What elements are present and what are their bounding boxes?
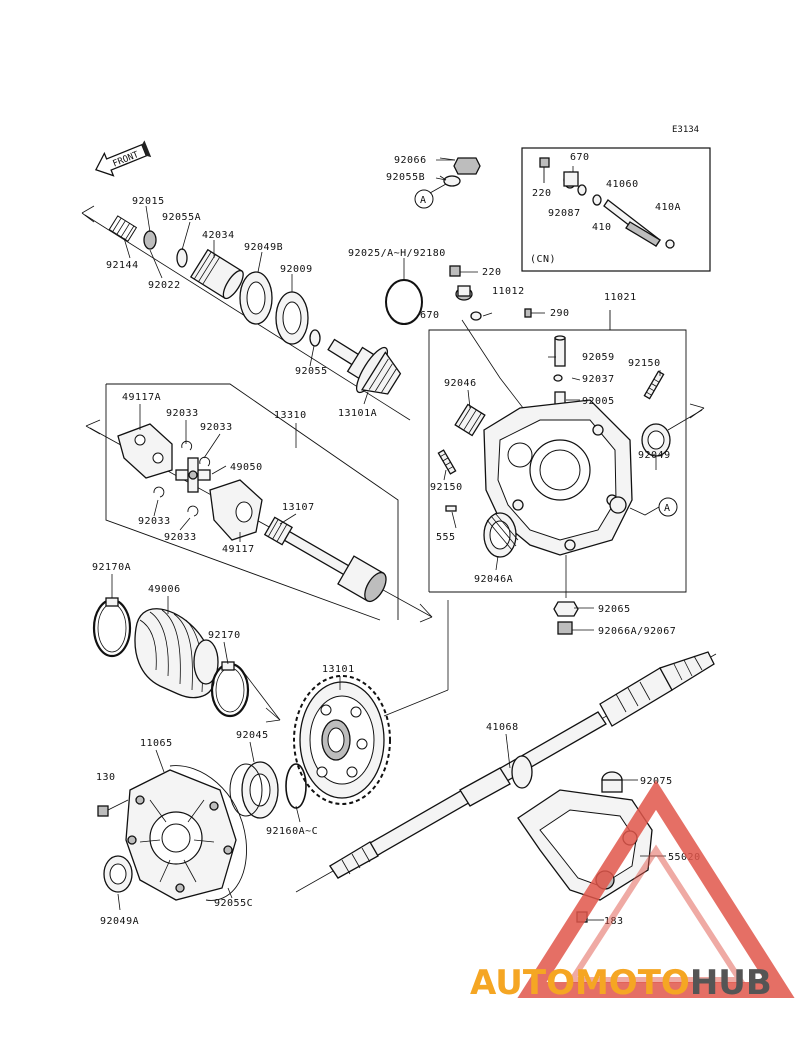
drain-bolt-parts [553, 555, 579, 635]
gear-case-part [483, 399, 633, 556]
universal-joint-parts [117, 423, 387, 603]
watermark-word-auto: AUTOMOTO [470, 963, 690, 1003]
inset-parts [539, 157, 675, 249]
callout-13101: 13101 [322, 664, 355, 675]
case-bracket-left [428, 310, 611, 592]
seal-92049a-part [103, 855, 133, 893]
callout-410a: 410A [655, 202, 681, 213]
callout-92170a: 92170A [92, 562, 131, 573]
cover-11065-part [125, 765, 247, 901]
upper-shaft-parts [108, 215, 486, 437]
callout-92055: 92055 [295, 366, 328, 377]
callout-92059: 92059 [582, 352, 615, 363]
callout-92025: 92025/A~H/92180 [348, 248, 446, 259]
clamp-92170a-part [92, 597, 132, 658]
front-arrow-icon: FRONT [94, 140, 152, 177]
callout-42034: 42034 [202, 230, 235, 241]
leader-lines [111, 159, 666, 921]
callout-92049a: 92049A [100, 916, 139, 927]
callout-41068: 41068 [486, 722, 519, 733]
callout-92170: 92170 [208, 630, 241, 641]
callout-92046: 92046 [444, 378, 477, 389]
callout-49117a: 49117A [122, 392, 161, 403]
callout-92037: 92037 [582, 374, 615, 385]
callout-92055a: 92055A [162, 212, 201, 223]
callout-13101a: 13101A [338, 408, 377, 419]
callout-670-inset: 670 [570, 152, 590, 163]
callout-92065: 92065 [598, 604, 631, 615]
callout-92055b: 92055B [386, 172, 425, 183]
callout-11021: 11021 [604, 292, 637, 303]
callout-49006: 49006 [148, 584, 181, 595]
callout-55020: 55020 [668, 852, 701, 863]
callout-92144: 92144 [106, 260, 139, 271]
ring-gear-13101-part [293, 675, 391, 805]
callout-11012: 11012 [492, 286, 525, 297]
callout-92009: 92009 [280, 264, 313, 275]
callout-13310: 13310 [274, 410, 307, 421]
drive-shaft-41068-part [295, 651, 717, 893]
callout-183: 183 [604, 916, 624, 927]
callout-555: 555 [436, 532, 456, 543]
watermark-logo [517, 780, 795, 998]
callout-92150: 92150 [430, 482, 463, 493]
bearing-92045-part [229, 761, 307, 819]
callout-92087: 92087 [548, 208, 581, 219]
case-bracket-right [429, 329, 687, 593]
callout-670: 670 [420, 310, 440, 321]
callout-92045: 92045 [236, 730, 269, 741]
callout-92049b: 92049B [244, 242, 283, 253]
callout-49117: 49117 [222, 544, 255, 555]
clamp-92170-part [210, 661, 250, 718]
shaft-bracket-right [106, 383, 399, 620]
callout-a-right: A [664, 503, 671, 514]
callout-92046a: 92046A [474, 574, 513, 585]
drawing-code: E3134 [672, 125, 699, 135]
callout-220-inset: 220 [532, 188, 552, 199]
callout-92049: 92049 [638, 450, 671, 461]
callout-92022: 92022 [148, 280, 181, 291]
callout-49050: 49050 [230, 462, 263, 473]
shaft-bracket-left [105, 384, 381, 621]
stud-parts [437, 370, 665, 475]
callout-11065: 11065 [140, 738, 173, 749]
callout-92033-c: 92033 [138, 516, 171, 527]
callout-92066a: 92066A/92067 [598, 626, 676, 637]
boot-49006-part [134, 608, 219, 699]
callout-92033-d: 92033 [164, 532, 197, 543]
watermark-word-hub: HUB [690, 963, 772, 1003]
cn-inset-box [521, 147, 711, 272]
vent-plug-parts [524, 308, 566, 420]
callout-41060: 41060 [606, 179, 639, 190]
callout-220: 220 [482, 267, 502, 278]
callout-92015: 92015 [132, 196, 165, 207]
callout-92066: 92066 [394, 155, 427, 166]
drain-plug-part [414, 157, 481, 209]
bolt-130-part [97, 799, 129, 817]
callout-labels: 92066 92055B A 670 41060 220 92087 410A … [92, 152, 701, 927]
watermark-text: AUTOMOTOHUB [470, 963, 772, 1003]
callout-92033-a: 92033 [166, 408, 199, 419]
callout-92055c: 92055C [214, 898, 253, 909]
callout-13107: 13107 [282, 502, 315, 513]
callout-92033-b: 92033 [200, 422, 233, 433]
callout-92160: 92160A~C [266, 826, 318, 837]
callout-130: 130 [96, 772, 116, 783]
callout-410: 410 [592, 222, 612, 233]
bearing-92046a-part [445, 505, 519, 558]
callout-92150-top: 92150 [628, 358, 661, 369]
seal-92049-part [629, 403, 705, 517]
callout-92005: 92005 [582, 396, 615, 407]
callout-290: 290 [550, 308, 570, 319]
cn-label: (CN) [530, 254, 556, 265]
callout-a-top: A [420, 195, 427, 206]
